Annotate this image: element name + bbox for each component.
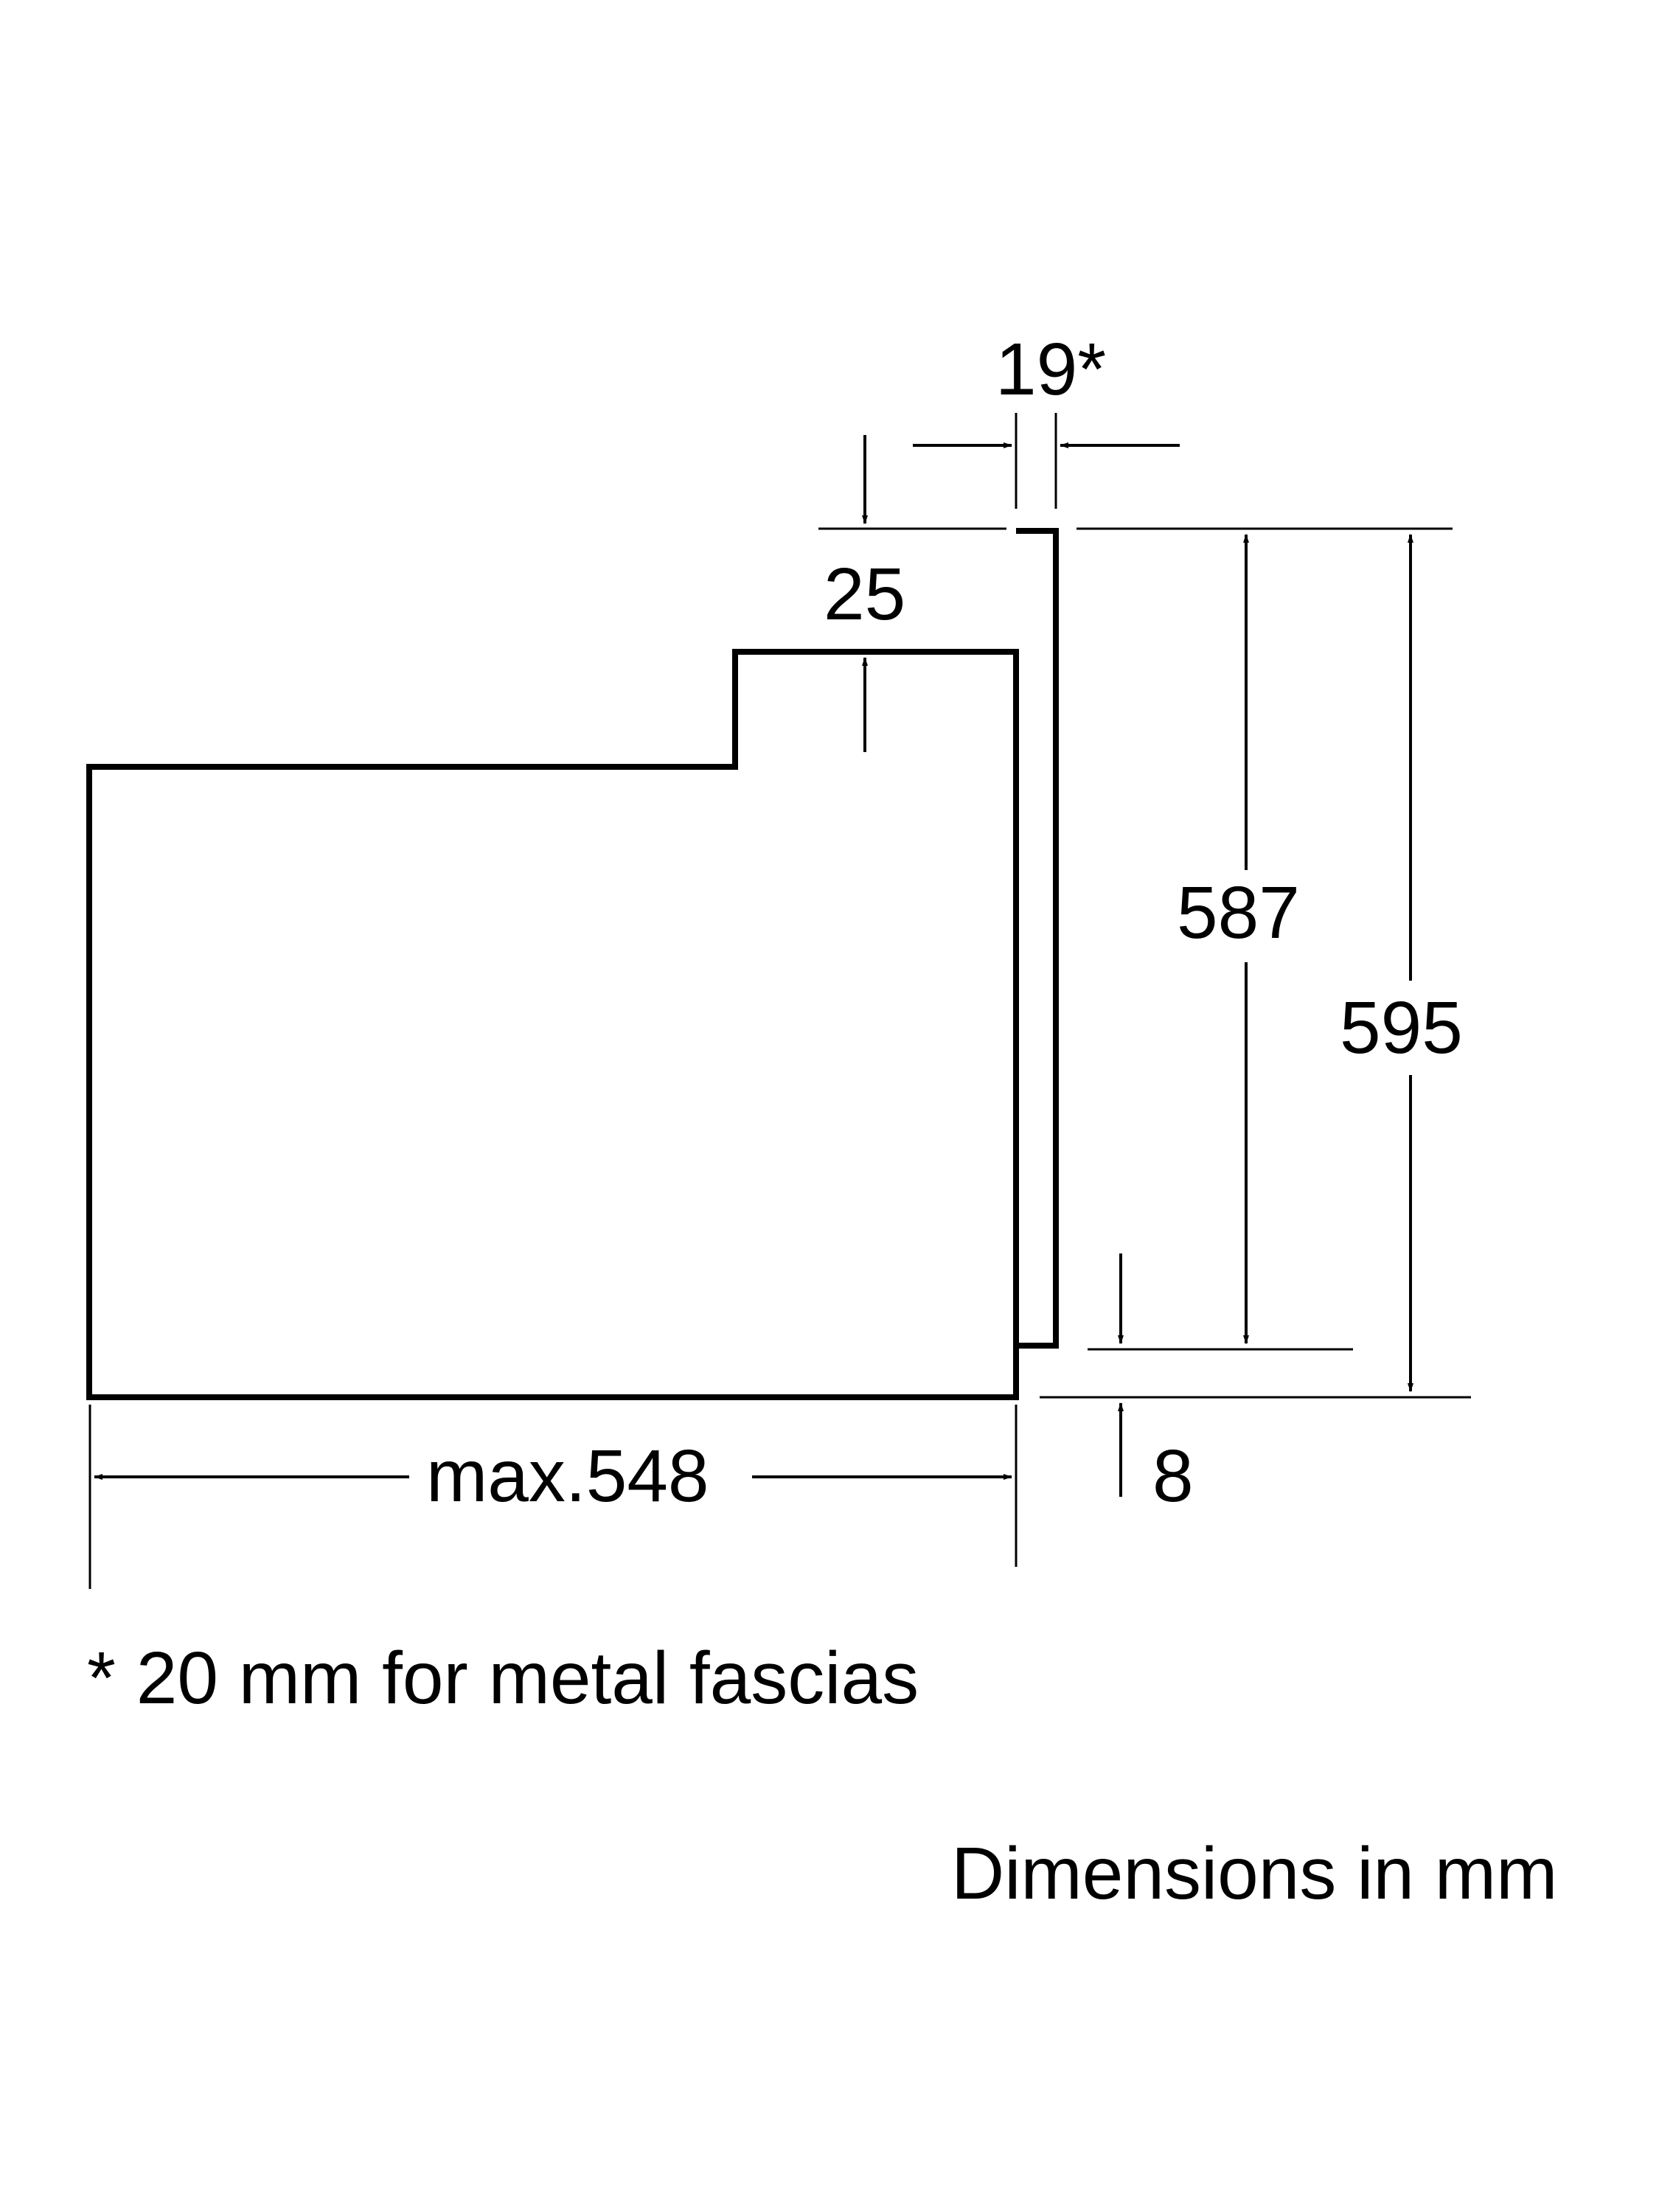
oven-body-profile: [86, 649, 1019, 1400]
label-inner-height: 587: [1177, 872, 1300, 954]
fascia-front-panel: [1016, 528, 1059, 1349]
units-note: Dimensions in mm: [951, 1832, 1557, 1915]
label-top-step: 25: [824, 553, 905, 636]
label-depth: max.548: [426, 1435, 709, 1517]
appliance-outline: [86, 528, 1059, 1400]
footnote-metal-fascias: * 20 mm for metal fascias: [87, 1637, 919, 1719]
label-fascia-thickness: 19*: [995, 328, 1106, 411]
dimension-arrows: [94, 435, 1413, 1497]
label-overall-height: 595: [1340, 987, 1463, 1069]
extension-lines: [88, 413, 1471, 1589]
label-bottom-offset: 8: [1152, 1435, 1194, 1517]
